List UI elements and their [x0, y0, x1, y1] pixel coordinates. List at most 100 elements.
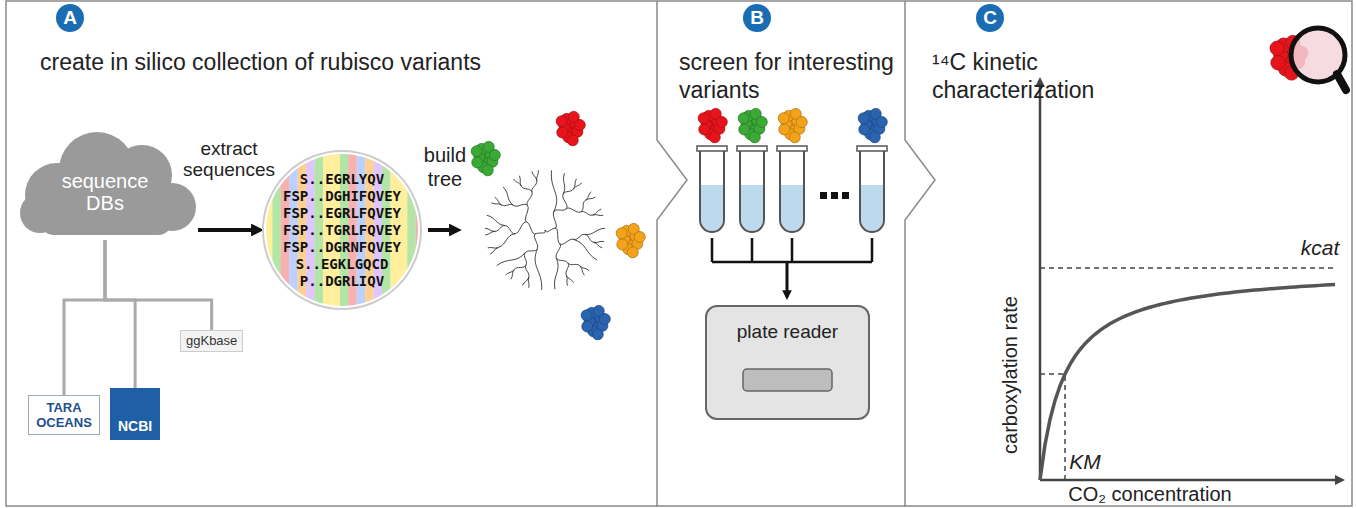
rubisco-icon	[716, 116, 727, 127]
rubisco-icon	[869, 132, 880, 143]
rubisco-icon	[858, 108, 887, 142]
plot-axes	[1040, 80, 1342, 480]
rubisco-icon	[567, 135, 578, 146]
tree-figure	[536, 230, 545, 234]
tree-figure	[535, 249, 542, 290]
rubisco-icon	[749, 132, 760, 143]
plot-axes	[1040, 479, 1342, 482]
tree-figure	[487, 215, 505, 225]
kcat-line	[1040, 267, 1335, 269]
tube-icon	[857, 146, 887, 151]
tube-icon	[781, 185, 803, 231]
tube-icon	[777, 146, 807, 151]
tree-figure	[563, 194, 567, 208]
tree-figure	[490, 248, 498, 255]
panel-frame	[6, 1, 1352, 507]
plate-reader: plate reader	[705, 305, 870, 420]
tree-figure	[574, 234, 585, 239]
device-label: plate reader	[707, 307, 868, 343]
rubisco-icon	[471, 141, 500, 175]
tree-figure	[585, 234, 594, 242]
panel-frame	[657, 1, 687, 507]
ellipsis-dots	[831, 192, 838, 199]
cloud-shape	[20, 132, 196, 235]
step-badge: A	[56, 4, 84, 32]
rubisco-icon	[574, 119, 585, 130]
tube-icon	[861, 185, 883, 231]
tree-figure	[495, 226, 505, 232]
panel: C¹⁴C kinetic characterization	[905, 0, 1356, 508]
tube-icon	[737, 146, 767, 151]
rubisco-icon	[471, 146, 482, 157]
tree-figure	[554, 209, 567, 212]
alignment-row: P..DGRLIQV	[300, 273, 384, 290]
panel-title: create in silico collection of rubisco v…	[40, 48, 640, 76]
magnifier-icon	[1270, 28, 1346, 90]
rubisco-icon	[699, 124, 710, 135]
tree-figure	[495, 197, 502, 205]
tree-figure	[485, 231, 495, 235]
tree-figure	[525, 206, 528, 222]
tree-figure	[522, 277, 528, 285]
rubisco-icon	[581, 305, 610, 339]
tree-figure	[498, 234, 515, 248]
tree-figure	[513, 204, 527, 206]
screen-arrow	[786, 262, 789, 297]
tree-figure	[525, 249, 537, 253]
rubisco-icon	[634, 231, 645, 242]
rubisco-icon	[709, 132, 720, 143]
rubisco-icon	[616, 223, 645, 257]
step-badge: C	[976, 4, 1004, 32]
rubisco-icon	[556, 116, 567, 127]
rubisco-icon	[592, 329, 603, 340]
tree-figure	[581, 211, 593, 215]
tree-figure	[488, 247, 498, 249]
alignment-colors	[264, 152, 420, 308]
plot-axes	[1039, 80, 1042, 480]
tree-figure	[545, 228, 555, 232]
tree-figure	[580, 266, 585, 275]
rubisco-icon	[698, 113, 709, 124]
panel: Bscreen for interesting variantsplate re…	[657, 0, 905, 508]
tree-figure	[554, 258, 558, 289]
tree-figure	[532, 171, 537, 180]
tube-icon	[700, 150, 724, 232]
panel-title: screen for interesting variants	[679, 48, 894, 104]
tree-figure	[497, 253, 526, 266]
tree-figure	[521, 186, 532, 192]
tube-icon	[697, 146, 887, 232]
rubisco-icon	[698, 108, 727, 142]
alignment-row: FSP..EGRLFQVEY	[283, 205, 401, 222]
alignment-row: FSP..DGRNFQVEY	[283, 239, 401, 256]
ellipsis-dots	[820, 192, 827, 199]
alignment-row: S..EGRLYQV	[300, 171, 384, 188]
reader-slot	[743, 369, 832, 391]
database-cloud: sequence DBs	[12, 125, 198, 240]
tree-figure	[519, 176, 521, 186]
logo-box: ggKbase	[180, 330, 243, 352]
tube-icon	[860, 150, 884, 232]
ellipsis-dots	[820, 192, 849, 199]
rubisco-icon	[778, 108, 807, 142]
tree-figure	[503, 187, 513, 205]
rubisco-icon	[557, 127, 568, 138]
rubisco-icon	[627, 247, 638, 258]
logo-text: NCBI	[118, 418, 152, 434]
build-arrow	[428, 228, 458, 232]
edge-label: extract sequences	[179, 138, 279, 180]
tree-figure	[485, 228, 495, 231]
tree-figure	[573, 183, 581, 189]
tree-figure	[502, 204, 514, 205]
rubisco-icon	[1270, 41, 1284, 55]
rubisco-icon	[859, 124, 870, 135]
rubisco-icon	[617, 239, 628, 250]
alignment-circle: S..EGRLYQVFSP..DGHIFQVEYFSP..EGRLFQVEYFS…	[262, 150, 422, 310]
tree-figure	[566, 208, 580, 212]
tree-figure	[534, 234, 537, 249]
tree-figure	[585, 197, 595, 200]
rubisco-icon	[738, 113, 749, 124]
tree-figure	[537, 170, 539, 180]
